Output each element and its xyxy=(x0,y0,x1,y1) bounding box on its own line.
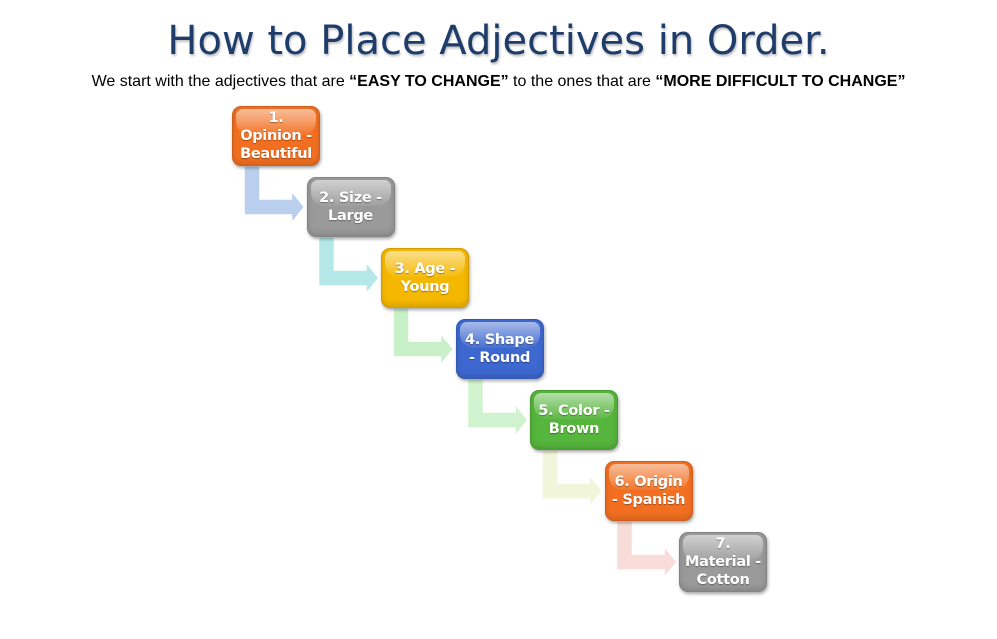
step-7-material: 7. Material - Cotton xyxy=(679,532,767,592)
connector-arrow-3 xyxy=(392,307,455,368)
page-title: How to Place Adjectives in Order. xyxy=(167,18,830,64)
subtitle-middle: to the ones that are xyxy=(508,73,656,90)
step-5-label: 5. Color - Brown xyxy=(538,403,610,437)
step-2-size: 2. Size - Large xyxy=(306,177,395,237)
step-4-label: 4. Shape - Round xyxy=(464,332,534,366)
subtitle: We start with the adjectives that are “E… xyxy=(0,73,997,91)
subtitle-easy: “EASY TO CHANGE” xyxy=(349,73,509,90)
step-1-label: 1. Opinion - Beautiful xyxy=(240,110,312,162)
step-1-opinion: 1. Opinion - Beautiful xyxy=(232,106,320,166)
connector-arrow-6 xyxy=(615,520,678,581)
step-5-color: 5. Color - Brown xyxy=(530,390,618,450)
connector-arrow-2 xyxy=(317,236,380,297)
step-6-label: 6. Origin - Spanish xyxy=(611,474,686,508)
step-3-age: 3. Age - Young xyxy=(381,248,469,308)
step-2-label: 2. Size - Large xyxy=(319,190,382,224)
step-7-label: 7. Material - Cotton xyxy=(685,536,761,588)
connector-arrow-1 xyxy=(243,165,306,226)
subtitle-prefix: We start with the adjectives that are xyxy=(91,73,350,90)
step-3-label: 3. Age - Young xyxy=(394,261,456,295)
connector-arrow-5 xyxy=(541,449,604,510)
subtitle-difficult: “MORE DIFFICULT TO CHANGE” xyxy=(655,73,906,90)
step-6-origin: 6. Origin - Spanish xyxy=(604,461,693,521)
connector-arrow-4 xyxy=(466,378,529,439)
step-4-shape: 4. Shape - Round xyxy=(455,319,544,379)
